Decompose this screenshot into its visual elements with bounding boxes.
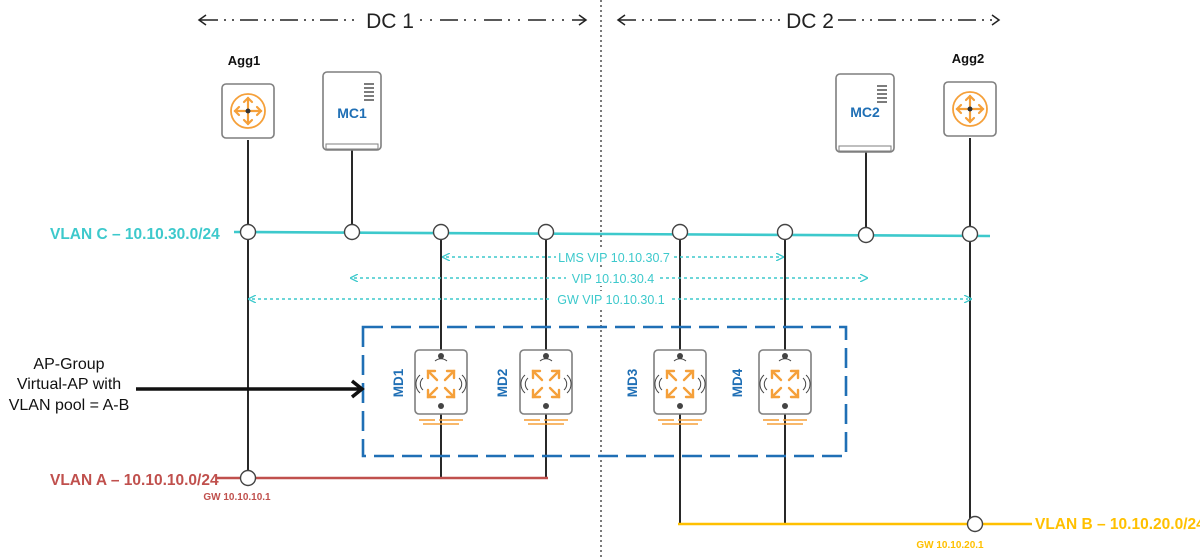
lms-vip-label-bg: [556, 249, 672, 265]
md4-label: MD4: [730, 368, 745, 397]
mc1-server: [322, 71, 382, 151]
agg2-switch: [943, 81, 997, 137]
connection-nodes: [239, 223, 984, 533]
ap-group-line3: VLAN pool = A-B: [9, 397, 130, 414]
node-agg1-vlan-c: [239, 223, 257, 241]
agg2-label: Agg2: [952, 51, 985, 66]
vip-label: VIP 10.10.30.4: [572, 272, 655, 286]
agg1-label: Agg1: [228, 53, 261, 68]
dc1-label: DC 1: [366, 10, 414, 33]
node-md4-vlan-c: [776, 223, 794, 241]
md1-device: [414, 349, 468, 425]
mc2-label: MC2: [850, 104, 880, 120]
agg1-switch: [221, 83, 275, 139]
ap-group-line1: AP-Group: [33, 356, 104, 373]
mc2-server: [835, 73, 895, 153]
dc1-range-arrow: [197, 14, 588, 26]
vlan-c-label: VLAN C – 10.10.30.0/24: [50, 226, 220, 243]
md-group-box: [361, 325, 848, 458]
md3-device: [653, 349, 707, 425]
router-icon: [415, 369, 467, 399]
router-icon: [759, 369, 811, 399]
md2-device: [519, 349, 573, 425]
vlan-b-gateway-label: GW 10.10.20.1: [916, 540, 984, 551]
node-agg2-vlan-c: [961, 225, 979, 243]
node-md2-vlan-c: [537, 223, 555, 241]
vlan-b-label: VLAN B – 10.10.20.0/24: [1035, 516, 1200, 533]
gw-vip-label-bg: [552, 291, 670, 307]
md3-label: MD3: [625, 368, 640, 397]
ap-group-arrow: [136, 379, 365, 399]
mc1-label: MC1: [337, 105, 367, 121]
node-agg2-vlan-b: [966, 515, 984, 533]
router-icon: [520, 369, 572, 399]
vlan-a-label: VLAN A – 10.10.10.0/24: [50, 472, 219, 489]
md4-device: [758, 349, 812, 425]
ap-group-line2: Virtual-AP with: [17, 376, 121, 393]
vertical-links: [247, 138, 971, 524]
node-agg1-vlan-a: [239, 469, 257, 487]
md2-label: MD2: [495, 369, 510, 398]
md1-label: MD1: [391, 368, 406, 397]
router-icon: [654, 369, 706, 399]
dc2-label: DC 2: [786, 10, 834, 33]
router-icon: [230, 93, 266, 129]
node-mc1-vlan-c: [343, 223, 361, 241]
vip-label-bg: [566, 270, 660, 286]
lms-vip-label: LMS VIP 10.10.30.7: [558, 251, 670, 265]
dc2-range-arrow: [616, 14, 1001, 26]
router-icon: [952, 91, 988, 127]
node-md3-vlan-c: [671, 223, 689, 241]
vlan-a-gateway-label: GW 10.10.10.1: [203, 492, 271, 503]
gw-vip-label: GW VIP 10.10.30.1: [557, 293, 665, 307]
node-md1-vlan-c: [432, 223, 450, 241]
node-mc2-vlan-c: [857, 226, 875, 244]
